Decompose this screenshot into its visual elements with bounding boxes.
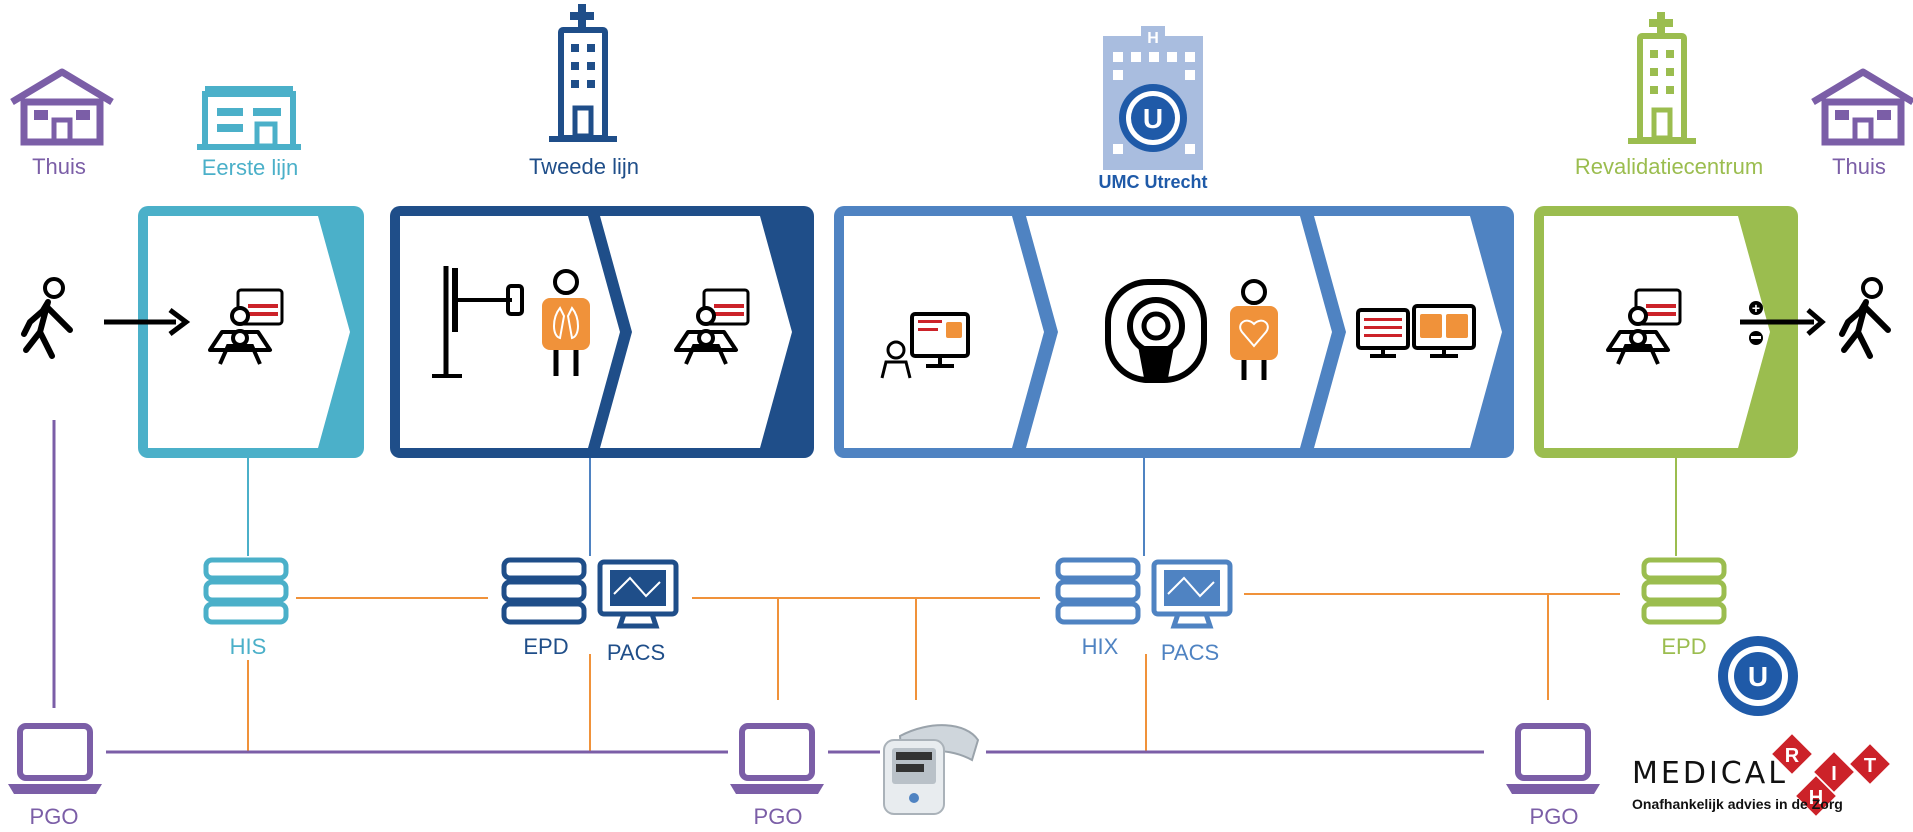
umc-building-icon: H U (1103, 26, 1203, 170)
first-line-label: Eerste lijn (201, 155, 299, 180)
arrow-right-icon (104, 308, 191, 336)
home-start-icon (12, 72, 112, 142)
pacs-umc-monitor-icon (1151, 559, 1233, 629)
home-end-label: Thuis (1832, 154, 1886, 179)
logo-letter-t: T (1864, 755, 1876, 777)
plus-minus-arrow-icon: + (1740, 300, 1826, 345)
pgo-label: PGO (753, 804, 803, 829)
his-label: HIS (229, 634, 267, 659)
medical-rhit-logo: U (1718, 636, 1798, 716)
logo-letter-h: H (1809, 787, 1823, 809)
svg-text:U: U (1748, 661, 1768, 692)
logo-tagline: Onafhankelijk advies in de Zorg (1632, 796, 1843, 812)
home-start-label: Thuis (32, 154, 86, 179)
logo-word: MEDICAL (1632, 756, 1788, 791)
heart-patient-icon (1230, 279, 1278, 380)
svg-text:+: + (1752, 300, 1760, 316)
epd-second-label: EPD (523, 634, 569, 659)
rehab-box (1534, 206, 1798, 458)
svg-text:U: U (1143, 103, 1163, 134)
rehab-building-icon (1628, 12, 1696, 144)
blood-pressure-monitor-icon (883, 724, 980, 815)
second-line-label: Tweede lijn (528, 154, 640, 179)
logo-letter-r: R (1785, 745, 1800, 767)
pgo-laptop-icon (1506, 726, 1600, 794)
mri-scanner-icon (1105, 279, 1207, 383)
patient-walking-start-icon (24, 279, 70, 356)
pacs-second-monitor-icon (597, 559, 679, 629)
dual-monitor-report-icon (1356, 304, 1476, 358)
logo-letter-i: I (1831, 763, 1837, 785)
hix-label: HIX (1081, 634, 1119, 659)
epd-server-icon (504, 560, 584, 622)
patient-walking-end-icon (1842, 279, 1888, 356)
epd-rehab-server-icon (1644, 560, 1724, 622)
pgo-laptop-icon (730, 726, 824, 794)
rhit-diamonds (1772, 734, 1890, 816)
radiologist-monitor-icon (880, 312, 970, 379)
his-server-icon (206, 560, 286, 622)
epd-rehab-label: EPD (1661, 634, 1707, 659)
pgo-laptop-icon (8, 726, 102, 794)
pacs-second-label: PACS (606, 640, 666, 665)
svg-text:H: H (1147, 30, 1159, 47)
hix-server-icon (1058, 560, 1138, 622)
pgo-label: PGO (1529, 804, 1579, 829)
home-end-icon (1813, 72, 1913, 142)
lung-patient-icon (542, 269, 590, 376)
first-line-building-icon (197, 86, 301, 150)
umc-label: UMC Utrecht (1098, 172, 1208, 192)
system-connections (247, 593, 1620, 752)
pacs-umc-label: PACS (1160, 640, 1220, 665)
hospital-second-line-icon (549, 4, 617, 142)
xray-stand-icon (432, 266, 524, 378)
rehab-label: Revalidatiecentrum (1574, 154, 1764, 179)
pgo-label: PGO (29, 804, 79, 829)
